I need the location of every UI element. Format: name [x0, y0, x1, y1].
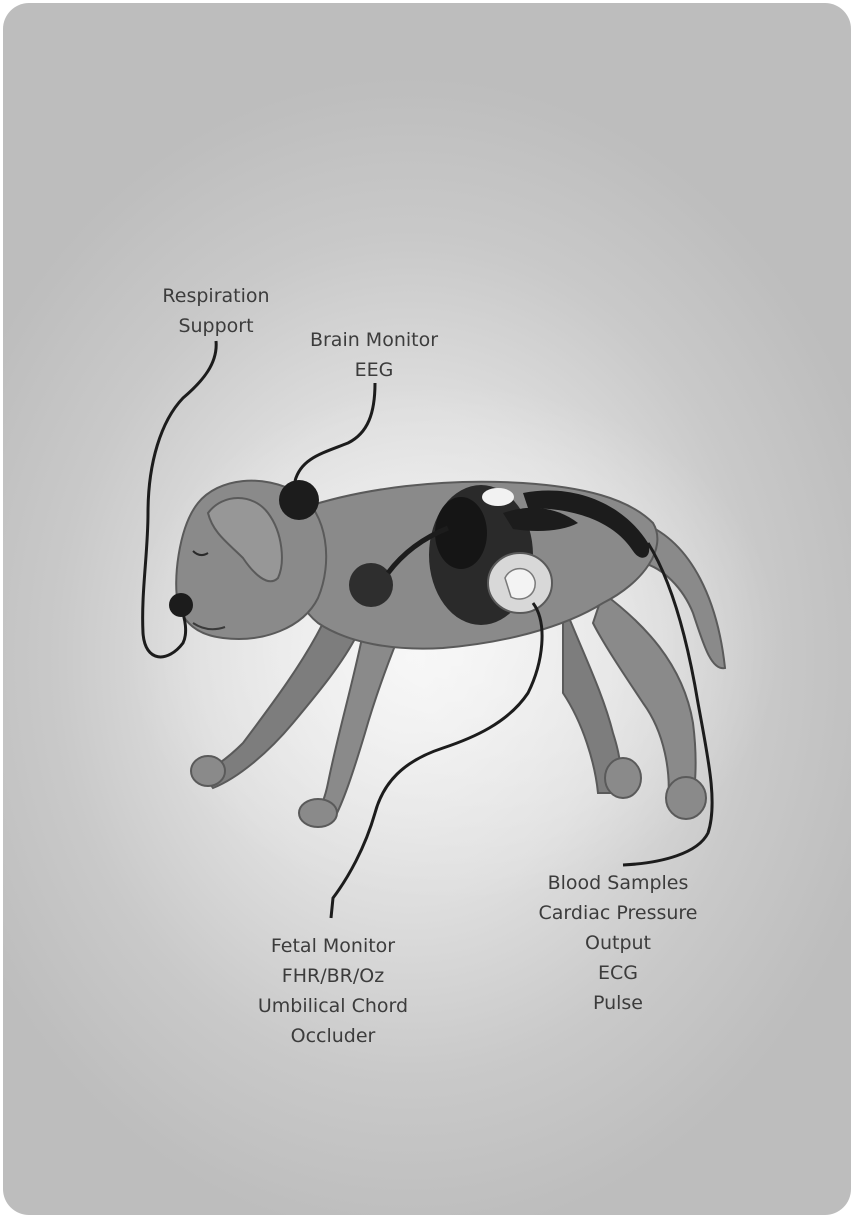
dog-back-paw-far — [605, 758, 641, 798]
dog-front-paw-far — [191, 756, 225, 786]
fetal-label-line3: Umbilical Chord — [243, 991, 423, 1021]
respiration-label-line1: Respiration — [151, 281, 281, 311]
fetus — [505, 569, 535, 599]
dog-back-paw-near — [666, 777, 706, 819]
internal-organ-core — [435, 497, 487, 569]
dog-nose — [169, 593, 193, 617]
blood-samples-label: Blood Samples Cardiac Pressure Output EC… — [518, 868, 718, 1018]
eeg-electrode — [279, 480, 319, 520]
dog-front-paw-near — [299, 799, 337, 827]
organ-highlight — [482, 488, 514, 506]
diagram-frame: Respiration Support Brain Monitor EEG Bl… — [3, 3, 851, 1215]
fetal-label-line2: FHR/BR/Oz — [243, 961, 423, 991]
brain-monitor-label: Brain Monitor EEG — [299, 325, 449, 385]
blood-label-line3: Output — [518, 928, 718, 958]
brain-label-line1: Brain Monitor — [299, 325, 449, 355]
fetal-label-line4: Occluder — [243, 1021, 423, 1051]
dog-diagram — [3, 3, 851, 1215]
fetal-monitor-label: Fetal Monitor FHR/BR/Oz Umbilical Chord … — [243, 931, 423, 1051]
chest-pad — [349, 563, 393, 607]
fetal-label-line1: Fetal Monitor — [243, 931, 423, 961]
blood-label-line1: Blood Samples — [518, 868, 718, 898]
blood-label-line4: ECG — [518, 958, 718, 988]
brain-label-line2: EEG — [299, 355, 449, 385]
blood-label-line5: Pulse — [518, 988, 718, 1018]
respiration-label: Respiration Support — [151, 281, 281, 341]
respiration-label-line2: Support — [151, 311, 281, 341]
blood-label-line2: Cardiac Pressure — [518, 898, 718, 928]
